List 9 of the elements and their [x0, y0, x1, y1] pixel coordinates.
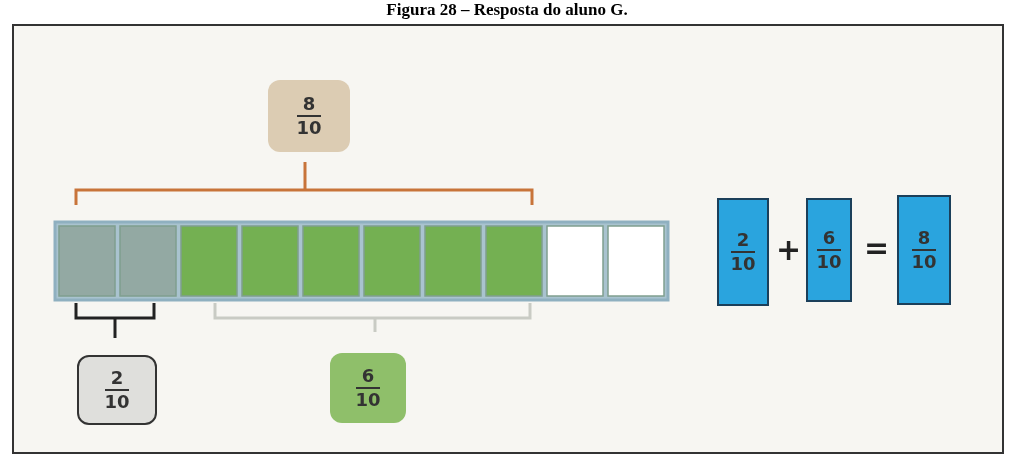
fraction-card: 6 10 [330, 353, 406, 423]
fraction-card: 2 10 [77, 355, 157, 425]
math-operator: = [864, 230, 890, 265]
math-operator: + [776, 232, 802, 267]
fraction-card: 8 10 [897, 195, 951, 305]
fraction-card: 2 10 [717, 198, 769, 306]
fraction-card: 8 10 [268, 80, 350, 152]
figure-title: Figura 28 – Resposta do aluno G. [385, 0, 629, 20]
fraction-card: 6 10 [806, 198, 852, 302]
